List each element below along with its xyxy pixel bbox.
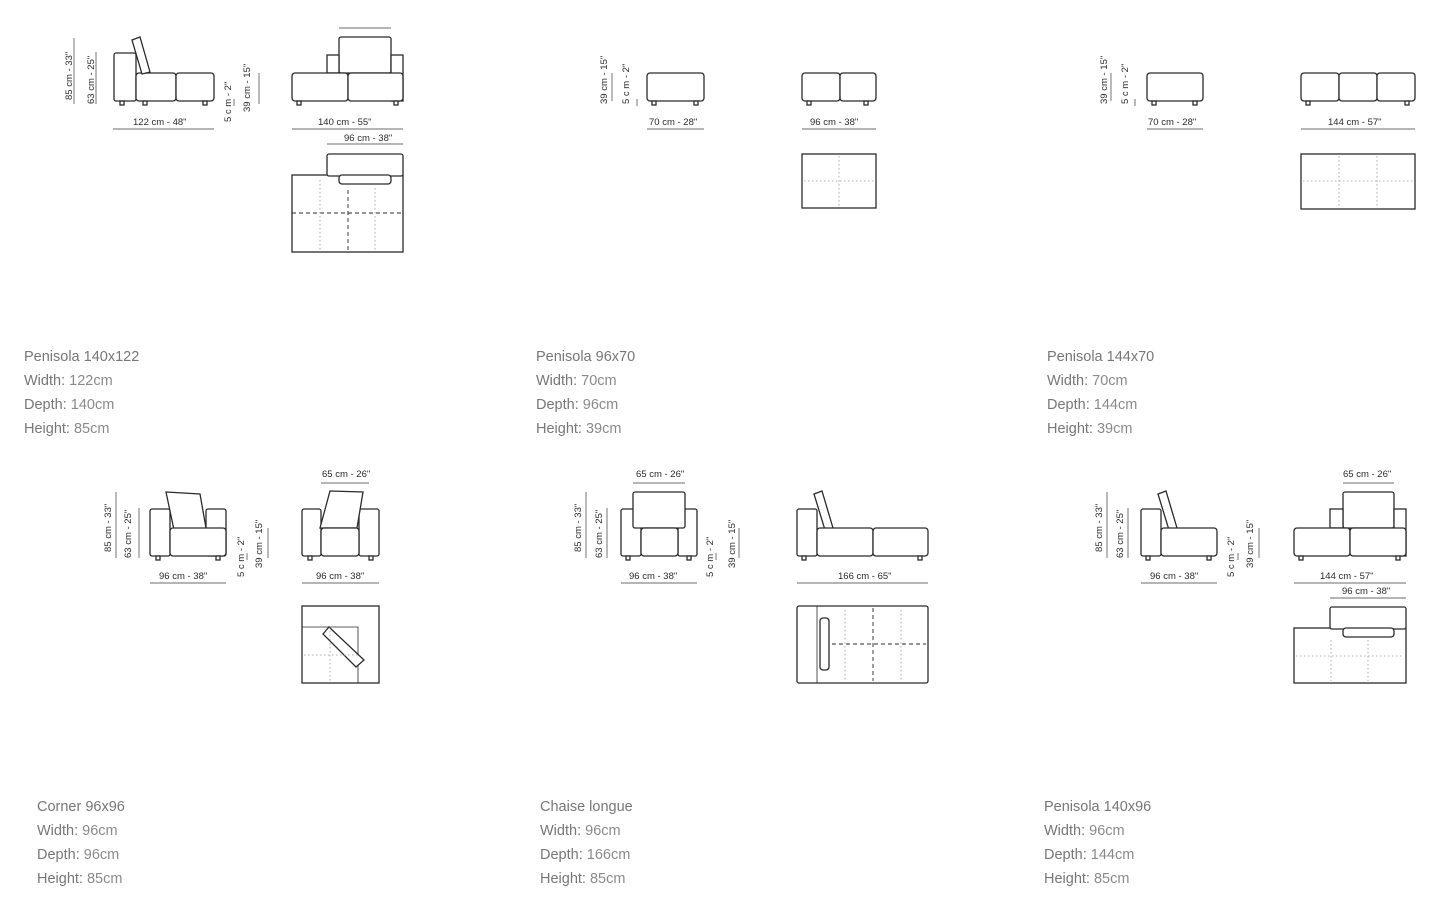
dim-seat: 39 cm - 15" (242, 64, 253, 112)
module-5-drawings: 85 cm - 33" 63 cm - 25" 5 c m - 2" 39 cm… (573, 469, 929, 684)
front-view (291, 27, 404, 130)
front-view (301, 482, 380, 584)
depth-row: Depth: 96cm (37, 847, 120, 863)
dim-leg: 5 c m - 2" (236, 537, 247, 577)
dim-front-width: 140 cm - 55" (318, 117, 372, 128)
plan-view (1300, 153, 1416, 210)
dim-top-width: 96 cm - 38" (1342, 586, 1390, 597)
module-title: Corner 96x96 (37, 799, 125, 815)
side-view (73, 36, 260, 130)
plan-view (291, 143, 404, 253)
dim-side-width: 96 cm - 38" (1150, 571, 1198, 582)
dim-seat-height: 63 cm - 25" (86, 56, 97, 104)
dim-height-total: 85 cm - 33" (1094, 504, 1105, 552)
dim-leg: 5 c m - 2" (705, 537, 716, 577)
side-view (611, 72, 705, 130)
dim-back-width: 65 cm - 26" (1343, 469, 1391, 480)
module-title: Penisola 96x70 (536, 349, 636, 365)
side-view (1110, 72, 1204, 130)
dim-side-width: 70 cm - 28" (1148, 117, 1196, 128)
dim-front-width: 166 cm - 65" (838, 571, 892, 582)
front-view (1293, 482, 1407, 584)
width-row: Width: 96cm (37, 823, 118, 839)
dim-front-width: 96 cm - 38" (810, 117, 858, 128)
dim-leg: 5 c m - 2" (621, 64, 632, 104)
height-row: Height: 85cm (37, 871, 123, 887)
front-view (801, 72, 877, 130)
module-info-4: Corner 96x96 Width: 96cm Depth: 96cm Hei… (37, 795, 125, 891)
dim-side-width: 96 cm - 38" (629, 571, 677, 582)
width-row: Width: 96cm (1044, 823, 1125, 839)
dim-back-width: 65 cm - 26" (636, 469, 684, 480)
dim-side-width: 122 cm - 48" (133, 117, 187, 128)
module-info-5: Chaise longue Width: 96cm Depth: 166cm H… (540, 795, 633, 891)
dim-seat: 39 cm - 15" (727, 520, 738, 568)
dim-seat-height: 63 cm - 25" (123, 510, 134, 558)
dim-back-width: 65 cm - 26" (322, 469, 370, 480)
module-title: Penisola 140x122 (24, 349, 140, 365)
module-info-3: Penisola 144x70 Width: 70cm Depth: 144cm… (1047, 345, 1154, 441)
height-row: Height: 39cm (1047, 421, 1133, 437)
module-4-drawings: 85 cm - 33" 63 cm - 25" 5 c m - 2" 39 cm… (103, 469, 380, 684)
height-row: Height: 85cm (1044, 871, 1130, 887)
dim-seat: 39 cm - 15" (1245, 520, 1256, 568)
side-view (1106, 490, 1260, 584)
height-row: Height: 85cm (540, 871, 626, 887)
front-view (796, 490, 929, 584)
module-2-drawings: 39 cm - 15" 5 c m - 2" 70 cm - 28" 96 cm… (599, 56, 877, 209)
width-row: Width: 122cm (24, 373, 113, 389)
dim-height-total: 85 cm - 33" (573, 504, 584, 552)
dim-seat: 39 cm - 15" (1099, 56, 1110, 104)
dim-leg: 5 c m - 2" (1120, 64, 1131, 104)
module-info-1: Penisola 140x122 Width: 122cm Depth: 140… (24, 345, 139, 441)
dim-front-width: 144 cm - 57" (1320, 571, 1374, 582)
module-title: Penisola 144x70 (1047, 349, 1155, 365)
dim-height-total: 85 cm - 33" (103, 504, 114, 552)
dim-front-width: 144 cm - 57" (1328, 117, 1382, 128)
plan-view (1293, 597, 1407, 684)
plan-view (796, 605, 929, 684)
depth-row: Depth: 96cm (536, 397, 619, 413)
depth-row: Depth: 144cm (1047, 397, 1138, 413)
depth-row: Depth: 166cm (540, 847, 631, 863)
dim-leg: 5 c m - 2" (223, 82, 234, 122)
dim-back-width: 96 cm - 38" (344, 133, 392, 144)
side-view (585, 482, 740, 584)
module-info-6: Penisola 140x96 Width: 96cm Depth: 144cm… (1044, 795, 1151, 891)
module-info-2: Penisola 96x70 Width: 70cm Depth: 96cm H… (536, 345, 635, 441)
dim-seat: 39 cm - 15" (599, 56, 610, 104)
dim-height-total: 85 cm - 33" (64, 52, 75, 100)
width-row: Width: 70cm (1047, 373, 1128, 389)
dim-seat-height: 63 cm - 25" (594, 510, 605, 558)
dim-side-width: 96 cm - 38" (159, 571, 207, 582)
module-title: Penisola 140x96 (1044, 799, 1152, 815)
height-row: Height: 85cm (24, 421, 110, 437)
dim-front-width: 96 cm - 38" (316, 571, 364, 582)
dim-leg: 5 c m - 2" (1226, 537, 1237, 577)
plan-view (301, 605, 380, 684)
module-6-drawings: 85 cm - 33" 63 cm - 25" 5 c m - 2" 39 cm… (1094, 469, 1407, 684)
module-3-drawings: 39 cm - 15" 5 c m - 2" 70 cm - 28" 144 c… (1099, 56, 1416, 210)
depth-row: Depth: 144cm (1044, 847, 1135, 863)
height-row: Height: 39cm (536, 421, 622, 437)
module-title: Chaise longue (540, 799, 633, 815)
module-1-drawings: 85 cm - 33" 63 cm - 25" 5 c m - 2" 39 cm… (64, 27, 404, 253)
dim-seat-height: 63 cm - 25" (1115, 510, 1126, 558)
dim-side-width: 70 cm - 28" (649, 117, 697, 128)
dim-seat: 39 cm - 15" (254, 520, 265, 568)
front-view (1300, 72, 1416, 130)
width-row: Width: 70cm (536, 373, 617, 389)
width-row: Width: 96cm (540, 823, 621, 839)
depth-row: Depth: 140cm (24, 397, 115, 413)
plan-view (801, 153, 877, 209)
side-view (115, 491, 269, 584)
